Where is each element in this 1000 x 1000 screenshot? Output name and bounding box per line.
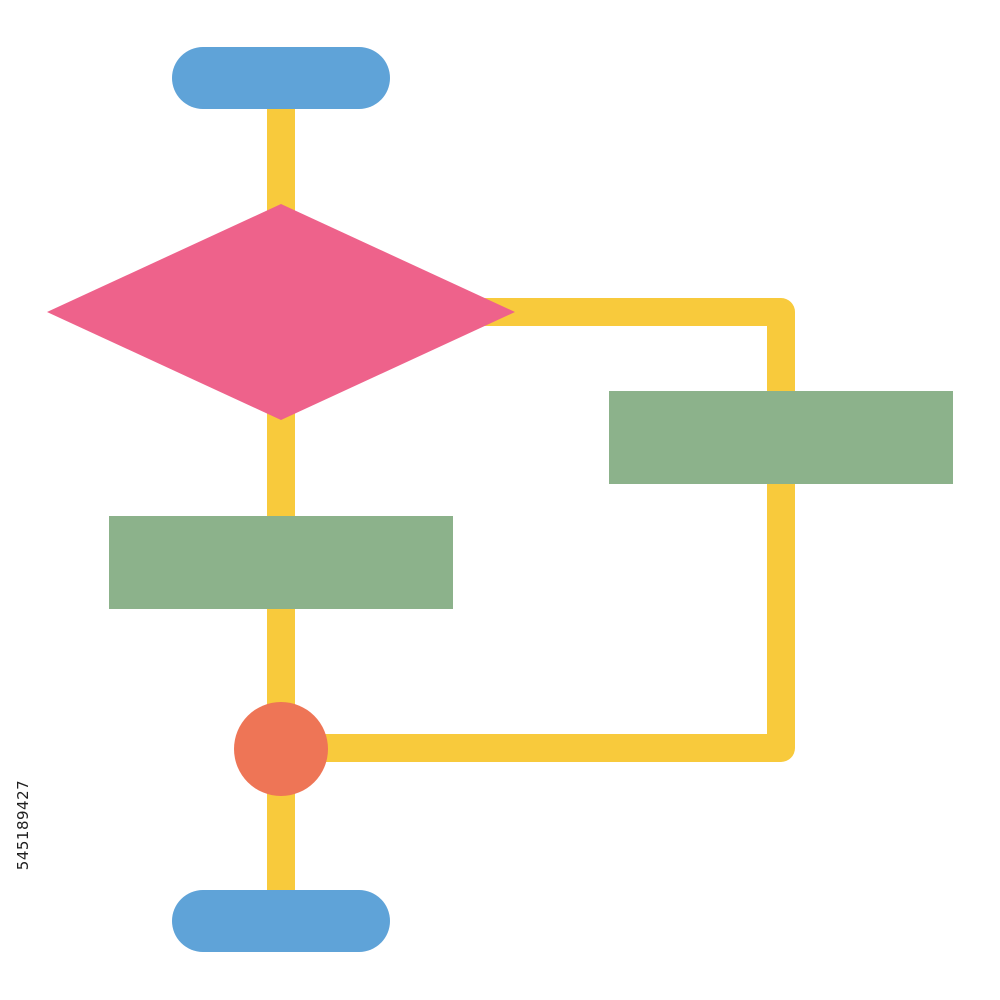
process-box-left bbox=[109, 516, 453, 609]
connector-lines bbox=[267, 92, 795, 905]
junction-circle bbox=[234, 702, 328, 796]
connector-loop bbox=[300, 298, 795, 762]
process-box-right bbox=[609, 391, 953, 484]
terminal-start bbox=[172, 47, 390, 109]
stock-id-text: 545189427 bbox=[14, 779, 32, 871]
decision-diamond bbox=[47, 204, 515, 420]
stock-id-label: 545189427 bbox=[3, 755, 43, 895]
terminal-end bbox=[172, 890, 390, 952]
